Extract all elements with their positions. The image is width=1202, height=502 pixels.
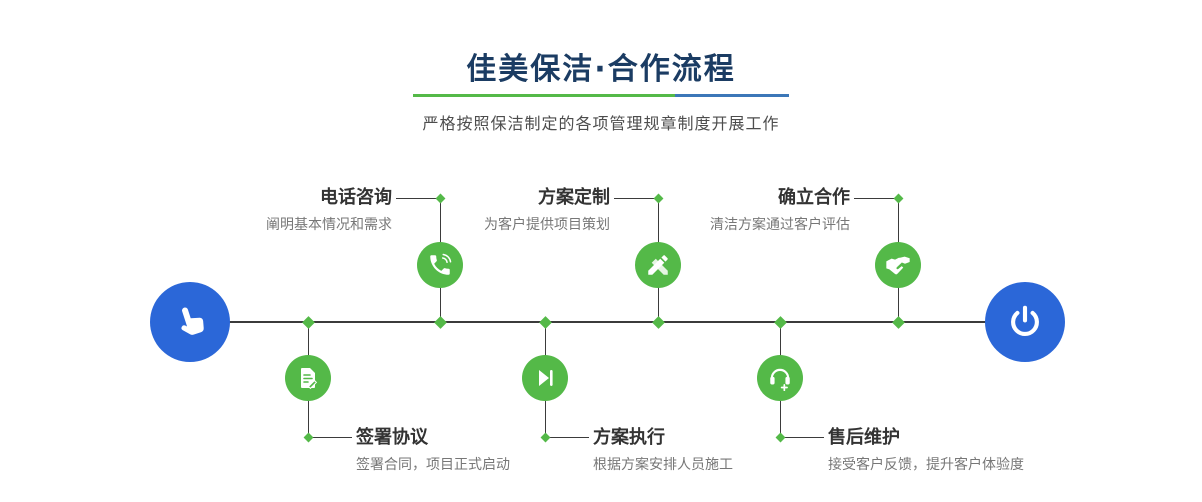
step-desc: 为客户提供项目策划 [484,217,610,233]
step-circle-contract [285,355,331,401]
phone-icon [427,252,453,278]
timeline-end-node [985,282,1065,362]
step-label-aftersales: 售后维护 接受客户反馈，提升客户体验度 [828,427,1024,474]
step-desc: 根据方案安排人员施工 [593,457,733,473]
step-title: 签署协议 [356,427,428,448]
connector-line [545,437,589,438]
elbow-diamond [540,432,550,442]
connector-line [614,198,658,199]
axis-node-diamond [433,315,447,329]
contract-icon [296,366,320,390]
underline-blue-segment [675,94,789,97]
page-subtitle: 严格按照保洁制定的各项管理规章制度开展工作 [422,114,780,133]
step-desc: 签署合同，项目正式启动 [356,457,510,473]
step-title: 方案执行 [593,427,665,448]
step-title: 电话咨询 [320,187,392,208]
elbow-diamond [435,193,445,203]
step-circle-design [635,242,681,288]
step-label-cooperation: 确立合作 清洁方案通过客户评估 [710,187,850,234]
headset-icon [767,365,793,391]
handshake-icon [884,251,912,279]
connector-line [308,437,352,438]
step-circle-execute [522,355,568,401]
axis-node-diamond [651,315,665,329]
power-icon [1006,303,1044,341]
pencil-design-icon [645,252,671,278]
underline-green-segment [413,94,675,97]
axis-node-diamond [301,315,315,329]
page-title: 佳美保洁·合作流程 [466,52,736,87]
connector-line [854,198,898,199]
step-circle-cooperation [875,242,921,288]
title-underline [413,94,789,97]
connector-line [780,437,824,438]
step-label-design: 方案定制 为客户提供项目策划 [484,187,610,234]
step-label-execute: 方案执行 根据方案安排人员施工 [593,427,733,474]
timeline-start-node [150,282,230,362]
axis-node-diamond [891,315,905,329]
hand-pointer-icon [165,297,215,347]
step-title: 确立合作 [778,187,850,208]
step-label-contract: 签署协议 签署合同，项目正式启动 [356,427,510,474]
elbow-diamond [893,193,903,203]
elbow-diamond [303,432,313,442]
connector-line [396,198,440,199]
axis-node-diamond [773,315,787,329]
step-desc: 接受客户反馈，提升客户体验度 [828,457,1024,473]
axis-node-diamond [538,315,552,329]
elbow-diamond [775,432,785,442]
elbow-diamond [653,193,663,203]
step-label-phone: 电话咨询 阐明基本情况和需求 [266,187,392,234]
play-icon [533,366,557,390]
timeline-axis [190,321,1025,323]
step-title: 售后维护 [828,427,900,448]
step-desc: 阐明基本情况和需求 [266,217,392,233]
step-circle-aftersales [757,355,803,401]
step-circle-phone [417,242,463,288]
step-title: 方案定制 [538,187,610,208]
step-desc: 清洁方案通过客户评估 [710,217,850,233]
